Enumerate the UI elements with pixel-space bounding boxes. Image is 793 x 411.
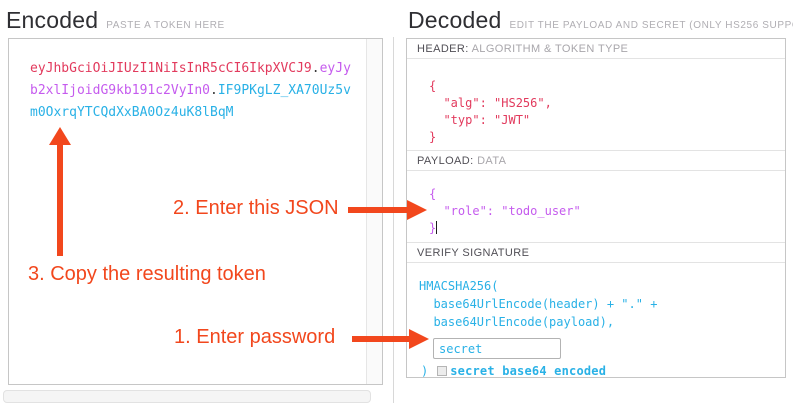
signature-close-row: ) secret base64 encoded: [419, 364, 785, 378]
base64-checkbox-label[interactable]: secret base64 encoded: [450, 364, 607, 378]
annotation-step3: 3. Copy the resulting token: [28, 263, 266, 285]
payload-section-sublabel: DATA: [477, 155, 507, 167]
header-section-label: HEADER:: [417, 43, 469, 55]
collapsed-panel-strip: [3, 390, 371, 403]
step1-arrow-head-icon: [409, 329, 429, 349]
header-section-sublabel: ALGORITHM & TOKEN TYPE: [471, 43, 629, 55]
header-section-bar: HEADER: ALGORITHM & TOKEN TYPE: [407, 39, 785, 59]
decoded-box: HEADER: ALGORITHM & TOKEN TYPE { "alg": …: [406, 38, 786, 378]
payload-json-line: }: [429, 220, 785, 237]
decoded-subtitle: EDIT THE PAYLOAD AND SECRET (ONLY HS256 …: [509, 20, 793, 31]
header-json-line: }: [429, 130, 437, 144]
token-dot-1: .: [311, 61, 320, 76]
step2-arrow-shaft: [348, 207, 407, 213]
encoded-title: Encoded: [6, 7, 99, 33]
step3-up-arrow-head-icon: [49, 127, 71, 145]
signature-code-line: base64UrlEncode(payload),: [419, 315, 615, 329]
step1-arrow-shaft: [352, 336, 409, 342]
encoded-subtitle: PASTE A TOKEN HERE: [106, 20, 225, 31]
token-payload-part: eyJyb2xlIjoidG9kb191c2VyIn0: [30, 61, 351, 98]
header-json-area: { "alg": "HS256", "typ": "JWT" }: [407, 59, 785, 151]
signature-section-bar: VERIFY SIGNATURE: [407, 243, 785, 263]
text-caret: [436, 221, 438, 234]
signature-code-line: HMACSHA256(: [419, 279, 499, 293]
payload-section-label: PAYLOAD:: [417, 155, 474, 167]
step2-arrow-head-icon: [407, 200, 427, 220]
signature-section-label: VERIFY SIGNATURE: [417, 247, 530, 259]
annotation-step1: 1. Enter password: [174, 326, 336, 348]
signature-code-line: base64UrlEncode(header) + "." +: [419, 297, 658, 311]
annotation-step2: 2. Enter this JSON: [173, 197, 339, 219]
payload-json-line: {: [429, 187, 437, 201]
header-json-line: "alg": "HS256",: [429, 96, 552, 110]
token-dot-2: .: [210, 83, 218, 98]
secret-input[interactable]: [433, 338, 561, 359]
payload-section-bar: PAYLOAD: DATA: [407, 151, 785, 171]
column-divider: [393, 37, 394, 403]
token-header-part: eyJhbGciOiJIUzI1NiIsInR5cCI6IkpXVCJ9: [30, 61, 312, 76]
payload-json-editor[interactable]: { "role": "todo_user" }: [407, 171, 785, 243]
decoded-title: Decoded: [408, 7, 502, 33]
closing-paren: ): [421, 364, 429, 378]
header-json-line: "typ": "JWT": [429, 113, 531, 127]
payload-json-line: "role": "todo_user": [429, 204, 581, 218]
jwt-token-text: eyJhbGciOiJIUzI1NiIsInR5cCI6IkpXVCJ9.eyJ…: [30, 58, 354, 124]
signature-code-area: HMACSHA256( base64UrlEncode(header) + ".…: [407, 263, 785, 378]
header-json-line: {: [429, 79, 437, 93]
payload-json-close-brace: }: [429, 221, 437, 235]
token-signature-part: IF9PKgLZ_XA70Uz5vm0OxrqYTCQdXxBA0Oz4uK8l…: [30, 83, 351, 120]
base64-checkbox[interactable]: [437, 366, 448, 376]
step3-up-arrow-shaft: [57, 145, 63, 256]
